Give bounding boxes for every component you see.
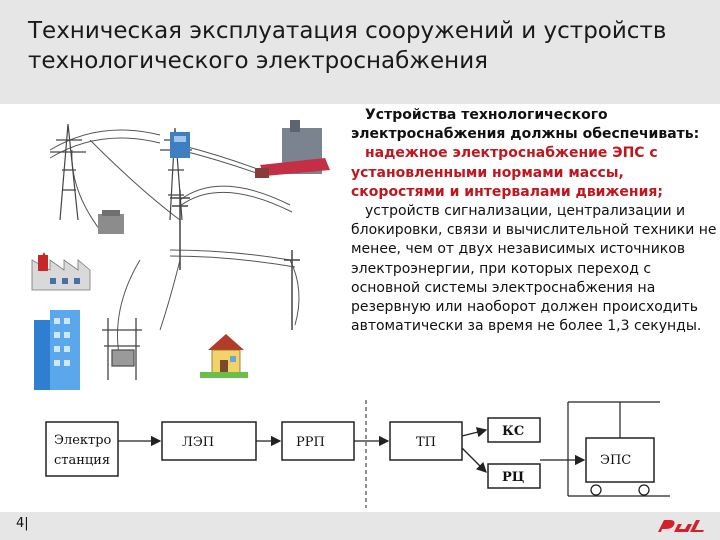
power-station-label-2: станция bbox=[54, 453, 110, 468]
transformer-icon bbox=[98, 210, 124, 234]
office-building-icon bbox=[34, 310, 80, 390]
substation-icon bbox=[102, 318, 142, 380]
slide-header: Техническая эксплуатация сооружений и ус… bbox=[0, 0, 720, 104]
requirements-lead: Устройства технологического электроснабж… bbox=[351, 107, 700, 143]
power-station-box bbox=[45, 421, 119, 477]
requirement-point-2: устройств сигнализации, централизации и … bbox=[351, 203, 717, 335]
requirement-point-1: надежное электроснабжение ЭПС с установл… bbox=[351, 145, 663, 200]
power-grid-illustration bbox=[31, 120, 330, 390]
rc-box bbox=[487, 463, 541, 489]
slide-title: Техническая эксплуатация сооружений и ус… bbox=[28, 18, 667, 74]
ks-label: КС bbox=[502, 424, 524, 439]
rzd-logo-icon bbox=[658, 520, 704, 532]
ks-box bbox=[487, 417, 541, 443]
substation-icon bbox=[170, 132, 190, 158]
rrp-box bbox=[281, 421, 355, 461]
factory-icon bbox=[31, 252, 91, 291]
house-icon bbox=[200, 334, 248, 378]
page-number: 4| bbox=[16, 516, 29, 531]
power-station-label-1: Электро bbox=[54, 433, 112, 448]
rrp-label: РРП bbox=[296, 435, 325, 450]
tp-label: ТП bbox=[416, 435, 436, 450]
utility-pole-icon bbox=[170, 190, 190, 270]
lep-box bbox=[161, 421, 257, 461]
power-supply-flow-diagram: Электро станция ЛЭП РРП ТП КС РЦ ЭПС bbox=[45, 400, 670, 508]
utility-pole-icon bbox=[284, 250, 300, 330]
tp-box bbox=[389, 421, 463, 461]
eps-label: ЭПС bbox=[600, 453, 631, 468]
slide-footer: 4| bbox=[0, 512, 720, 540]
requirements-text: Устройства технологического электроснабж… bbox=[351, 106, 717, 336]
lep-label: ЛЭП bbox=[182, 435, 214, 450]
power-plant-icon bbox=[255, 120, 330, 178]
rc-label: РЦ bbox=[502, 470, 524, 485]
transmission-tower-icon bbox=[50, 123, 86, 221]
